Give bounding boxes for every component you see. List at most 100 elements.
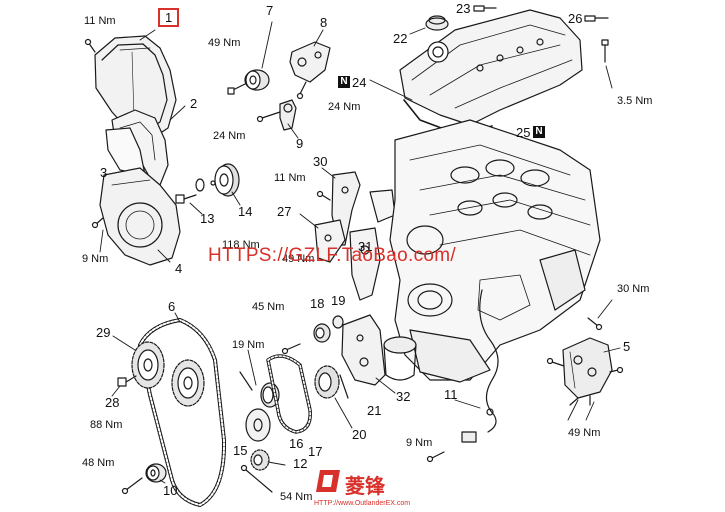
torque-label: 11 Nm [274, 172, 306, 184]
part-20-label: 20 [352, 427, 367, 442]
torque-label: 45 Nm [252, 301, 285, 313]
part-30-label: 30 [313, 154, 328, 169]
mount-bolts [546, 357, 624, 406]
bolt-lower-cover [91, 217, 104, 229]
torque-label: 9 Nm [82, 253, 109, 265]
bolt-23 [473, 5, 497, 12]
bolt-idler [256, 111, 281, 123]
part-29-label: 29 [96, 325, 111, 340]
crank-bolt-13 [175, 194, 197, 204]
part-25-label: 25 [516, 125, 531, 140]
cam-sprocket-2 [171, 359, 205, 407]
part-23-label: 23 [456, 1, 471, 16]
bolt-30 [316, 190, 331, 201]
part-3-label: 3 [100, 165, 108, 180]
oil-pump-cover-32 [341, 314, 386, 386]
part-9-label: 9 [296, 136, 304, 151]
idler-pulley-10 [145, 463, 167, 483]
bolt-28 [117, 375, 137, 387]
torque-label: 24 Nm [328, 101, 361, 113]
torque-label: 49 Nm [568, 427, 601, 439]
torque-label: 48 Nm [82, 457, 115, 469]
bolt-30-right [587, 317, 603, 331]
balance-sprocket-20 [314, 365, 340, 399]
part-15-label: 15 [233, 443, 248, 458]
watermark-text: HTTPS://GZLF.TaoBao.com/ [208, 245, 456, 266]
part-27-label: 27 [277, 204, 292, 219]
part-26-label: 26 [568, 11, 583, 26]
part-6-label: 6 [168, 299, 176, 314]
balance-belt-17 [266, 354, 312, 434]
timing-belt [138, 318, 227, 507]
bolt-tensioner [227, 83, 246, 95]
part-17-label: 17 [308, 444, 323, 459]
lower-timing-cover [99, 167, 181, 266]
brand-logo [316, 470, 340, 492]
part-19-label: 19 [331, 293, 346, 308]
part-8-label: 8 [320, 15, 328, 30]
brand-url: HTTP://www.OutlanderEX.com [314, 500, 411, 507]
bolt-9nm-sensor [426, 451, 445, 463]
bolt-upper-cover [84, 38, 96, 53]
tensioner-bracket [289, 41, 331, 83]
upper-timing-cover [94, 35, 177, 141]
bolt-45nm [281, 343, 301, 355]
tensioner-pulley [244, 69, 270, 91]
cylinder-head-cover [399, 9, 583, 126]
new-part-marker-24: N [338, 76, 350, 88]
part-16-label: 16 [289, 436, 304, 451]
torque-label: 118 Nm [222, 239, 260, 251]
bolt-54nm [240, 464, 273, 493]
torque-label: 9 Nm [406, 437, 433, 449]
torque-label: 49 Nm [282, 253, 315, 265]
part-21-label: 21 [367, 403, 382, 418]
part-13-label: 13 [200, 211, 215, 226]
part-10-label: 10 [163, 483, 178, 498]
torque-label: 11 Nm [84, 15, 116, 27]
oil-filler-cap [425, 15, 449, 31]
crank-timing-plate-15 [245, 408, 271, 442]
engine-block [389, 119, 601, 383]
bracket-31 [349, 227, 381, 301]
part-1-label: 1 [158, 8, 180, 27]
part-12-label: 12 [293, 456, 308, 471]
part-31-label: 31 [358, 239, 373, 254]
part-28-label: 28 [105, 395, 120, 410]
part-18-label: 18 [310, 296, 325, 311]
torque-label: 54 Nm [280, 491, 313, 503]
bolt-26 [584, 15, 609, 22]
part-11-label: 11 [444, 387, 458, 402]
crank-sensor-harness [461, 289, 499, 443]
spacer-19 [332, 315, 344, 329]
torque-label: 19 Nm [232, 339, 265, 351]
idler-arm [279, 99, 297, 131]
bolt-19nm [239, 371, 253, 391]
balance-tensioner-18 [313, 323, 331, 343]
cam-sprocket-29 [131, 341, 165, 389]
washer-14 [195, 178, 216, 192]
part-24-label: 24 [352, 75, 367, 90]
brand-logo-text: 菱锋 [345, 474, 385, 498]
torque-label: 3.5 Nm [617, 95, 653, 107]
bolt-10 [121, 477, 143, 495]
part-4-label: 4 [175, 261, 183, 276]
bolt-21 [339, 374, 349, 399]
part-5-label: 5 [623, 339, 631, 354]
part-22-label: 22 [393, 31, 408, 46]
bolt-3.5 [601, 39, 613, 89]
torque-label: 49 Nm [208, 37, 241, 49]
new-part-marker-25: N [533, 126, 545, 138]
crank-sprocket-12 [250, 449, 270, 471]
sensor-bracket-27 [314, 219, 346, 263]
part-32-label: 32 [396, 389, 411, 404]
crank-sprocket-14 [214, 163, 240, 197]
part-2-label: 2 [190, 96, 198, 111]
part-14-label: 14 [238, 204, 253, 219]
torque-label: 24 Nm [213, 130, 246, 142]
bracket-top [369, 189, 396, 223]
oil-filter [383, 336, 417, 381]
engine-mount-5 [562, 337, 613, 399]
bolt-bracket [296, 81, 307, 100]
torque-label: 30 Nm [617, 283, 650, 295]
